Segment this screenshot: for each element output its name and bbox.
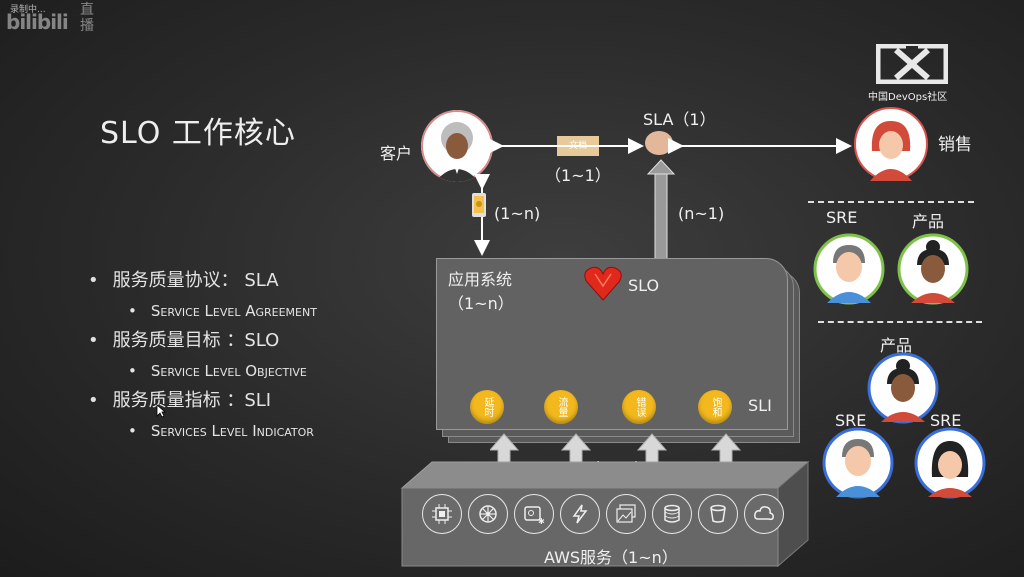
- sli-label: SLI: [748, 396, 772, 415]
- app-ratio: （1~n）: [448, 294, 514, 313]
- devops-logo-text: 中国DevOps社区: [868, 92, 948, 103]
- sli-latency: 延时: [470, 390, 504, 424]
- phone-icon: [472, 193, 486, 217]
- sli-saturation: 饱和: [698, 390, 732, 424]
- sli-traffic: 流量: [544, 390, 578, 424]
- customer-label: 客户: [380, 144, 413, 163]
- team1-sre-label: SRE: [826, 208, 858, 227]
- slide-title: SLO 工作核心: [100, 116, 296, 151]
- devops-logo-icon: [876, 44, 948, 84]
- slo-label: SLO: [628, 276, 660, 295]
- app-ratio-label: (n~1): [678, 204, 725, 223]
- team1-sre-avatar: [813, 233, 885, 305]
- live-label: 直播: [80, 2, 94, 34]
- bullet-slo: 服务质量目标 ：SLO: [88, 326, 317, 356]
- team2-sre-right-avatar: [914, 427, 986, 499]
- mouse-cursor-icon: [156, 404, 166, 418]
- cloud-icon: [744, 494, 784, 534]
- chip-icon: [422, 494, 462, 534]
- bucket-icon: [698, 494, 738, 534]
- team2-sre-left-avatar: [822, 427, 894, 499]
- team1-product-avatar: [897, 233, 969, 305]
- image-stack-icon: [606, 494, 646, 534]
- team1-product-label: 产品: [912, 212, 945, 231]
- sla-label: SLA（1）: [643, 110, 716, 129]
- team2-product-avatar: [867, 352, 939, 424]
- app-title: 应用系统: [448, 270, 513, 289]
- lambda-icon: [560, 494, 600, 534]
- aws-service-icons: ✱: [422, 494, 784, 534]
- database-icon: [652, 494, 692, 534]
- svg-text:✱: ✱: [538, 517, 545, 525]
- bullet-slo-sub: Service Level Objective: [88, 356, 317, 386]
- bullet-sla: 服务质量协议： SLA: [88, 266, 317, 296]
- team2-sre-left-label: SRE: [835, 411, 867, 430]
- customer-avatar: [421, 110, 493, 182]
- team-divider-top: [808, 201, 974, 203]
- aws-to-sli-arrows: [490, 433, 742, 481]
- phone-ratio-label: (1~n): [494, 204, 541, 223]
- sli-errors: 错误: [622, 390, 656, 424]
- bullet-list: 服务质量协议： SLA Service Level Agreement 服务质量…: [88, 266, 317, 446]
- sales-avatar: [854, 107, 928, 181]
- slo-heart-icon: [584, 266, 622, 301]
- bullet-sla-sub: Service Level Agreement: [88, 296, 317, 326]
- recording-status: 录制中...: [10, 5, 46, 15]
- team-divider-bottom: [818, 321, 982, 323]
- sales-label: 销售: [938, 135, 972, 155]
- bilibili-logo: bilibili: [6, 10, 69, 34]
- aws-label: AWS服务（1~n）: [544, 548, 678, 567]
- doc-ratio-label: （1~1）: [545, 166, 611, 185]
- bullet-sli-sub: Services Level Indicator: [88, 416, 317, 446]
- container-icon: ✱: [514, 494, 554, 534]
- kubernetes-icon: [468, 494, 508, 534]
- team2-product-label: 产品: [880, 336, 913, 355]
- bullet-sli: 服务质量指标 ：SLI: [88, 386, 317, 416]
- team2-sre-right-label: SRE: [930, 411, 962, 430]
